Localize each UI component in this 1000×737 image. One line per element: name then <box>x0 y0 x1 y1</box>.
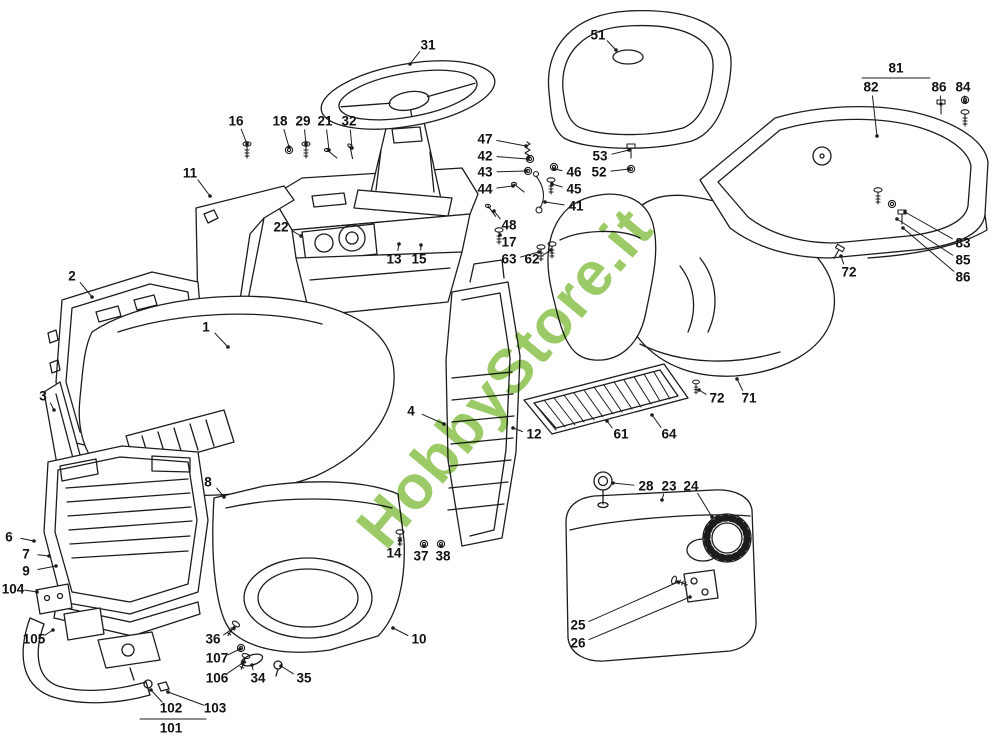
fasteners-drawing <box>224 95 970 672</box>
floor-mat-drawing <box>523 363 689 435</box>
center-body-drawing <box>547 193 657 361</box>
steering-wheel-drawing <box>320 60 496 217</box>
hood-drawing <box>78 295 395 496</box>
front-bumper-drawing <box>22 583 283 704</box>
seat-drawing <box>547 9 732 149</box>
fuel-tank-drawing <box>565 471 757 662</box>
wheel-arch-drawing <box>212 481 405 653</box>
seat-plate-drawing <box>699 105 989 259</box>
reference-lines <box>139 77 931 720</box>
footboard-drawing <box>445 259 521 547</box>
leader-lines <box>20 40 967 706</box>
front-grille-drawing <box>43 445 209 637</box>
